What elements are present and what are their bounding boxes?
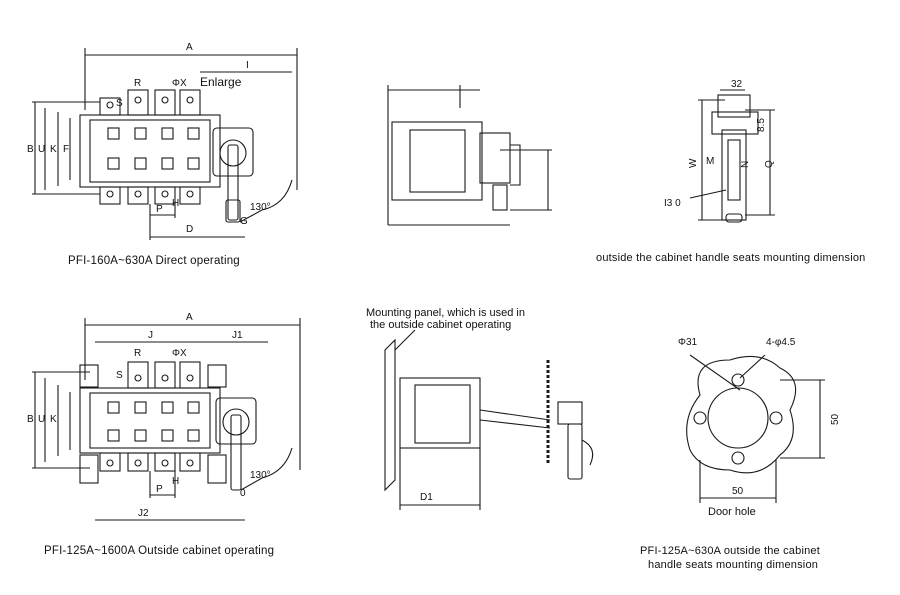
dim-label-130: I3 0 <box>664 198 681 209</box>
dim-label-b-2: B <box>27 414 34 425</box>
switch-top-view-direct <box>32 48 298 240</box>
switch-side-view-outside <box>384 329 594 510</box>
dim-label-h: H <box>172 198 179 209</box>
dim-label-p: P <box>156 204 163 215</box>
dim-label-s-2: S <box>116 370 123 381</box>
dim-label-50-h: 50 <box>732 486 744 497</box>
dim-label-j2: J2 <box>138 508 149 519</box>
door-hole-view <box>686 354 825 503</box>
enlarge-label: Enlarge <box>200 75 242 89</box>
dim-label-u: U <box>38 144 45 155</box>
dim-label-b: B <box>27 144 34 155</box>
handle-seat-mounting-view <box>689 89 775 223</box>
dim-label-h-2: H <box>172 476 179 487</box>
caption-outside-cabinet: PFI-125A~1600A Outside cabinet operating <box>44 545 275 557</box>
dim-label-s: S <box>116 98 123 109</box>
dim-label-p-2: P <box>156 484 163 495</box>
caption-door-hole-1: PFI-125A~630A outside the cabinet <box>640 545 820 557</box>
mounting-panel-label-2: the outside cabinet operating <box>370 319 511 331</box>
dim-label-a: A <box>186 42 193 53</box>
dim-label-r: R <box>134 78 141 89</box>
angle-label-2: 130° <box>250 470 271 481</box>
switch-side-view-direct <box>387 85 552 226</box>
dim-label-g: G <box>240 216 248 227</box>
dim-label-32: 32 <box>731 79 743 90</box>
dim-label-n: N <box>740 161 751 168</box>
dim-label-u-2: U <box>38 414 45 425</box>
dim-label-i: I <box>246 60 249 71</box>
dim-label-phix-2: ΦX <box>172 348 187 359</box>
dim-label-r-2: R <box>134 348 141 359</box>
mounting-panel-label-1: Mounting panel, which is used in <box>366 307 525 319</box>
dim-label-m: M <box>706 156 714 167</box>
angle-label: 130° <box>250 202 271 213</box>
dim-label-a-2: A <box>186 312 193 323</box>
switch-top-view-outside <box>32 318 301 521</box>
caption-direct-operating: PFI-160A~630A Direct operating <box>68 255 240 267</box>
dim-label-50-v: 50 <box>830 413 841 425</box>
dim-label-holes: 4-φ4.5 <box>766 337 796 348</box>
dim-label-q: Q <box>764 160 775 168</box>
dim-label-w: W <box>688 158 699 168</box>
caption-door-hole-2: handle seats mounting dimension <box>648 559 819 571</box>
caption-handle-seat: outside the cabinet handle seats mountin… <box>596 252 866 264</box>
dim-label-8-5: 8.5 <box>756 118 767 132</box>
dim-label-j: J <box>148 330 153 341</box>
dim-label-d1: D1 <box>420 492 433 503</box>
dim-label-phi31: Φ31 <box>678 337 698 348</box>
dim-label-d: D <box>186 224 193 235</box>
dim-label-k: K <box>50 144 57 155</box>
dim-label-j1: J1 <box>232 330 243 341</box>
door-hole-label: Door hole <box>708 506 756 518</box>
dim-label-k-2: K <box>50 414 57 425</box>
dim-label-f: F <box>63 144 69 155</box>
dim-label-o: 0 <box>240 488 246 499</box>
dim-label-phix: ΦX <box>172 78 187 89</box>
